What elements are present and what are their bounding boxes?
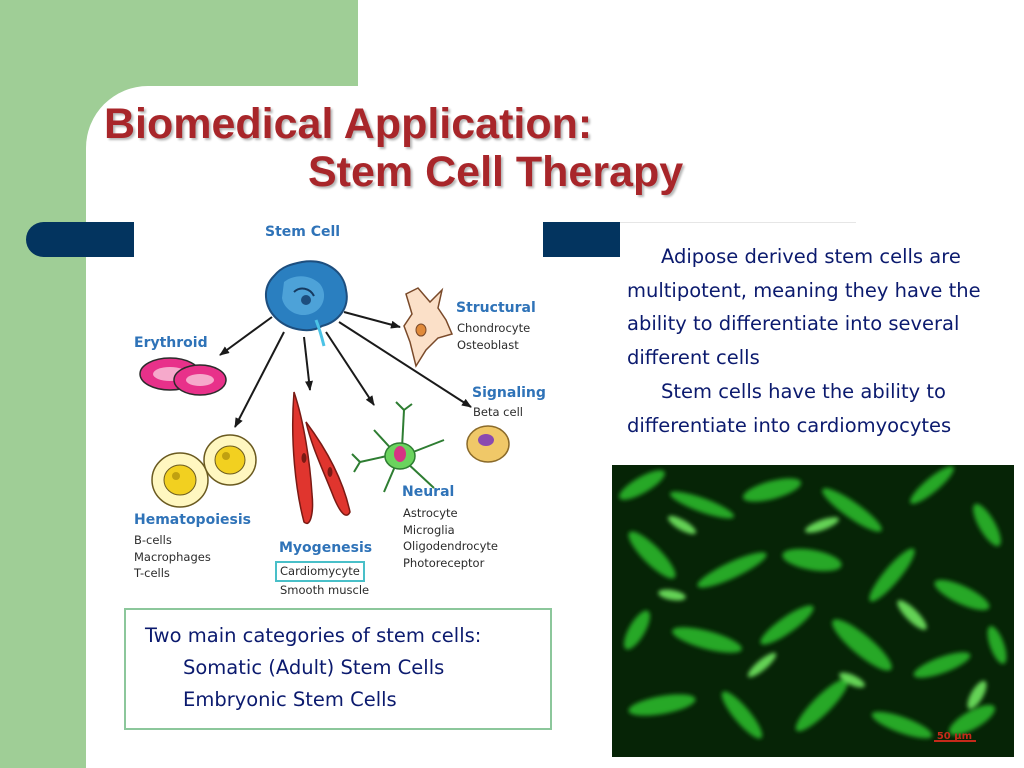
title-line-1: Biomedical Application: [104, 100, 593, 148]
paragraph-cardiomyocytes: Stem cells have the ability to different… [627, 379, 952, 437]
neural-heading: Neural [402, 484, 455, 500]
neural-item: Photoreceptor [403, 555, 485, 570]
stem-cell-diagram: Stem Cell Structural Chondrocyte Osteobl… [134, 222, 546, 600]
cardiomyocyte-highlight: Cardiomycyte [275, 561, 365, 582]
neural-items: Astrocyte Microglia Oligodendrocyte Phot… [403, 505, 498, 571]
title-line-2: Stem Cell Therapy [308, 148, 684, 196]
signaling-heading: Signaling [472, 385, 546, 401]
micrograph-cells [619, 466, 1007, 742]
signaling-item: Beta cell [473, 405, 523, 419]
hematopoiesis-item: T-cells [134, 566, 170, 580]
neuron-body-icon [384, 442, 416, 470]
body-text: Adipose derived stem cells are multipote… [627, 240, 1022, 442]
paragraph-multipotent: Adipose derived stem cells are multipote… [627, 245, 981, 370]
neural-item: Microglia [403, 522, 455, 537]
differentiation-arrows [219, 311, 472, 428]
hematopoiesis-heading: Hematopoiesis [134, 512, 251, 528]
erythroid-heading: Erythroid [134, 335, 208, 351]
neural-item: Astrocyte [403, 506, 458, 520]
red-blood-cells-icon [139, 357, 227, 396]
scale-bar-label: 50 μm [936, 731, 972, 742]
stem-cell-icon [265, 260, 348, 347]
category-item: Embryonic Stem Cells [183, 688, 397, 711]
structural-heading: Structural [456, 300, 536, 316]
structural-item: Osteoblast [457, 337, 519, 352]
myogenesis-heading: Myogenesis [279, 540, 373, 556]
structural-items: Chondrocyte Osteoblast [457, 320, 530, 353]
hematopoietic-cells-icon [151, 434, 257, 508]
slide-title: Biomedical Application: Stem Cell Therap… [104, 100, 683, 196]
divider-line [620, 222, 856, 223]
stem-cell-label: Stem Cell [265, 224, 341, 240]
fluorescence-micrograph: 50 μm [612, 465, 1014, 757]
hematopoiesis-items: B-cells Macrophages T-cells [134, 532, 211, 582]
structural-item: Chondrocyte [457, 321, 531, 335]
muscle-cells-icon [292, 391, 351, 525]
category-item: Somatic (Adult) Stem Cells [183, 656, 445, 679]
diagram-artwork [139, 260, 510, 525]
beta-cell-icon [466, 425, 510, 463]
myogenesis-item: Smooth muscle [280, 582, 370, 597]
signaling-items: Beta cell [473, 404, 523, 421]
stem-cell-categories-box: Two main categories of stem cells: Somat… [124, 608, 552, 730]
chondrocyte-icon [403, 287, 454, 368]
myogenesis-items: Cardiomycyte Smooth muscle [275, 561, 370, 598]
hematopoiesis-item: Macrophages [134, 549, 211, 564]
hematopoiesis-item: B-cells [134, 533, 172, 547]
neural-item: Oligodendrocyte [403, 539, 498, 553]
categories-heading: Two main categories of stem cells: [145, 624, 482, 647]
